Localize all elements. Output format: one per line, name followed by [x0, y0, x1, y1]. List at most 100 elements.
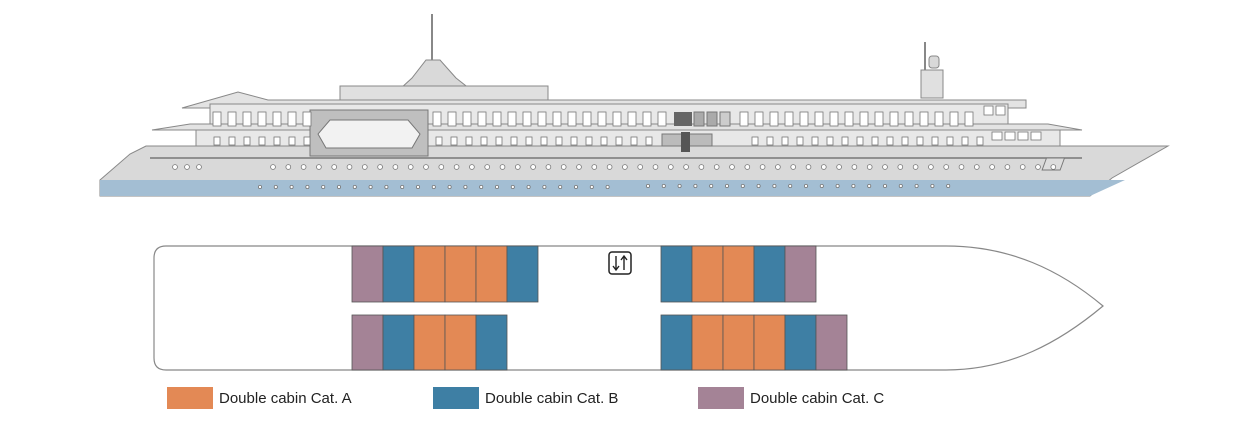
- porthole: [331, 164, 338, 170]
- window: [288, 136, 296, 146]
- window: [213, 136, 221, 146]
- window: [769, 111, 779, 127]
- window: [477, 111, 487, 127]
- porthole: [431, 184, 436, 189]
- bridge-window: [719, 111, 731, 127]
- bridge-window: [706, 111, 718, 127]
- cabins: [351, 245, 848, 371]
- porthole: [514, 164, 521, 170]
- porthole: [352, 184, 357, 189]
- porthole: [368, 184, 373, 189]
- window: [916, 136, 924, 146]
- cabin-cat-a: [444, 245, 477, 303]
- window: [946, 136, 954, 146]
- window: [871, 136, 879, 146]
- porthole: [744, 164, 751, 170]
- porthole: [759, 164, 766, 170]
- bridge-window: [674, 112, 692, 126]
- window: [287, 111, 297, 127]
- legend-swatch-cat-a: [167, 387, 213, 409]
- window: [303, 136, 311, 146]
- porthole: [709, 183, 714, 188]
- porthole: [1019, 164, 1026, 170]
- porthole: [300, 164, 307, 170]
- window: [462, 111, 472, 127]
- cabin-cat-c: [351, 245, 384, 303]
- porthole: [661, 183, 666, 188]
- porthole: [574, 184, 579, 189]
- window: [1004, 131, 1016, 141]
- porthole: [989, 164, 995, 170]
- porthole: [622, 164, 628, 170]
- legend-swatch-cat-b: [433, 387, 479, 409]
- porthole: [1035, 164, 1041, 170]
- window: [856, 136, 864, 146]
- window: [257, 111, 267, 127]
- porthole: [725, 183, 730, 188]
- porthole: [930, 183, 935, 188]
- porthole: [447, 184, 452, 189]
- porthole: [316, 164, 322, 170]
- porthole: [377, 164, 383, 170]
- window: [435, 136, 443, 146]
- window: [273, 136, 281, 146]
- porthole: [646, 183, 651, 188]
- porthole: [835, 183, 840, 188]
- porthole: [542, 184, 547, 189]
- window: [739, 111, 749, 127]
- cabin-cat-a: [475, 245, 508, 303]
- window: [796, 136, 804, 146]
- window: [612, 111, 622, 127]
- window: [961, 136, 969, 146]
- legend-swatch-cat-c: [698, 387, 744, 409]
- window: [492, 111, 502, 127]
- porthole: [652, 164, 659, 170]
- cabin-cat-c: [784, 245, 817, 303]
- window: [450, 136, 458, 146]
- porthole: [479, 184, 484, 189]
- window: [227, 111, 237, 127]
- window: [919, 111, 929, 127]
- window: [844, 111, 854, 127]
- legend-label-cat-b: Double cabin Cat. B: [485, 389, 619, 407]
- porthole: [756, 183, 761, 188]
- cabin-cat-b: [784, 314, 817, 371]
- porthole: [943, 164, 949, 170]
- window: [1017, 131, 1029, 141]
- window: [615, 136, 623, 146]
- window: [510, 136, 518, 146]
- porthole: [392, 164, 399, 170]
- window: [754, 111, 764, 127]
- porthole: [836, 164, 842, 170]
- cabin-cat-a: [413, 245, 446, 303]
- porthole: [257, 184, 262, 189]
- porthole: [560, 164, 567, 170]
- fore-mast-box: [920, 69, 944, 99]
- porthole: [804, 183, 809, 188]
- cabin-cat-a: [753, 314, 786, 371]
- porthole: [637, 164, 643, 170]
- bridge-window: [693, 111, 705, 127]
- porthole: [591, 164, 598, 170]
- porthole: [184, 164, 190, 170]
- legend-label-cat-a: Double cabin Cat. A: [219, 389, 352, 407]
- porthole: [530, 164, 536, 170]
- porthole: [740, 183, 745, 188]
- cabin-cat-b: [753, 245, 786, 303]
- legend-item-cat-a: Double cabin Cat. A: [167, 387, 352, 409]
- window: [841, 136, 849, 146]
- porthole: [605, 184, 610, 189]
- porthole: [790, 164, 796, 170]
- porthole: [729, 164, 735, 170]
- lifeboat: [317, 119, 421, 149]
- porthole: [545, 164, 552, 170]
- porthole: [928, 164, 934, 170]
- porthole: [772, 183, 777, 188]
- porthole: [336, 184, 341, 189]
- window: [597, 111, 607, 127]
- window: [432, 111, 442, 127]
- window: [480, 136, 488, 146]
- window: [522, 111, 532, 127]
- window: [1030, 131, 1042, 141]
